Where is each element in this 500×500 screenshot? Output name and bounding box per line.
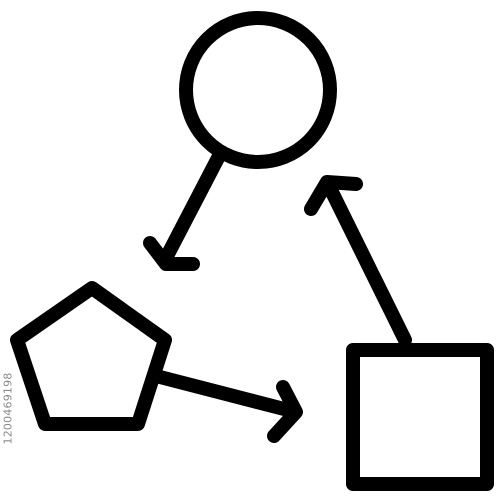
arrowhead-icon (143, 236, 200, 271)
arrow-circle-to-pentagon (143, 151, 225, 271)
watermark-id-text: 1200469198 (1, 372, 15, 445)
arrow-pentagon-to-square (153, 370, 303, 443)
pentagon-node (10, 281, 172, 431)
square-node (346, 343, 494, 491)
circle-node (179, 11, 337, 169)
arrow-shaft (159, 151, 225, 265)
arrowhead-icon (267, 380, 303, 443)
arrow-shaft (323, 181, 412, 347)
arrow-square-to-circle (304, 175, 412, 347)
arrowhead-icon (304, 175, 363, 216)
arrow-shaft (153, 370, 295, 417)
